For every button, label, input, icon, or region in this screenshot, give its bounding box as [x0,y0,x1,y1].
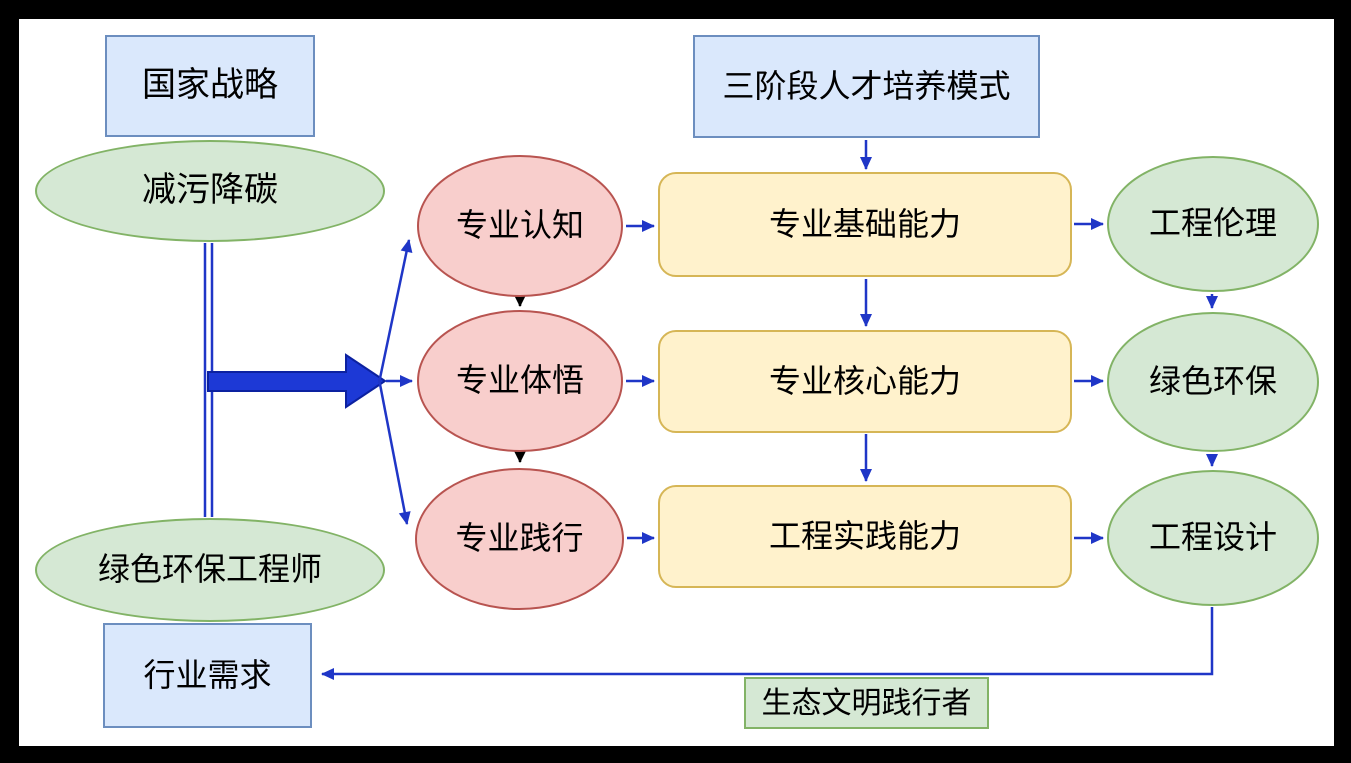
node-green-env-label: 绿色环保 [1148,363,1277,400]
node-three-stage-model: 三阶段人才培养模式 [693,35,1040,138]
edge-left-fat-arrow [207,353,387,409]
node-reduce-pollution: 减污降碳 [35,140,385,242]
node-eco-practitioner-label: 生态文明践行者 [761,686,972,720]
node-cognition-label: 专业认知 [455,207,584,244]
node-eco-practitioner: 生态文明践行者 [744,677,989,729]
node-comprehension-label: 专业体悟 [455,362,584,399]
node-ethics: 工程伦理 [1107,156,1319,292]
node-practice-ability-label: 工程实践能力 [768,517,961,554]
node-ethics-label: 工程伦理 [1148,205,1277,242]
node-national-strategy-label: 国家战略 [142,66,278,105]
node-design-label: 工程设计 [1148,519,1277,556]
node-core-ability: 专业核心能力 [658,330,1072,433]
node-design: 工程设计 [1107,470,1319,606]
edge-branch-to-practice [377,378,411,525]
node-cognition: 专业认知 [417,155,623,297]
node-reduce-pollution-label: 减污降碳 [142,171,278,210]
node-comprehension: 专业体悟 [417,310,623,452]
node-national-strategy: 国家战略 [105,35,315,137]
edge-branch-to-cognition [377,239,413,384]
node-core-ability-label: 专业核心能力 [768,362,961,399]
node-basic-ability-label: 专业基础能力 [768,205,961,242]
node-green-env: 绿色环保 [1107,312,1319,452]
node-three-stage-model-label: 三阶段人才培养模式 [722,67,1011,104]
node-practice-ability: 工程实践能力 [658,485,1072,588]
node-industry-demand-label: 行业需求 [143,656,272,693]
node-practice-label: 专业践行 [455,520,584,557]
node-green-engineer: 绿色环保工程师 [35,518,385,622]
node-basic-ability: 专业基础能力 [658,172,1072,277]
node-green-engineer-label: 绿色环保工程师 [97,551,322,588]
edge-design-to-industry [321,607,1214,680]
node-industry-demand: 行业需求 [103,623,312,728]
node-practice: 专业践行 [415,468,624,610]
